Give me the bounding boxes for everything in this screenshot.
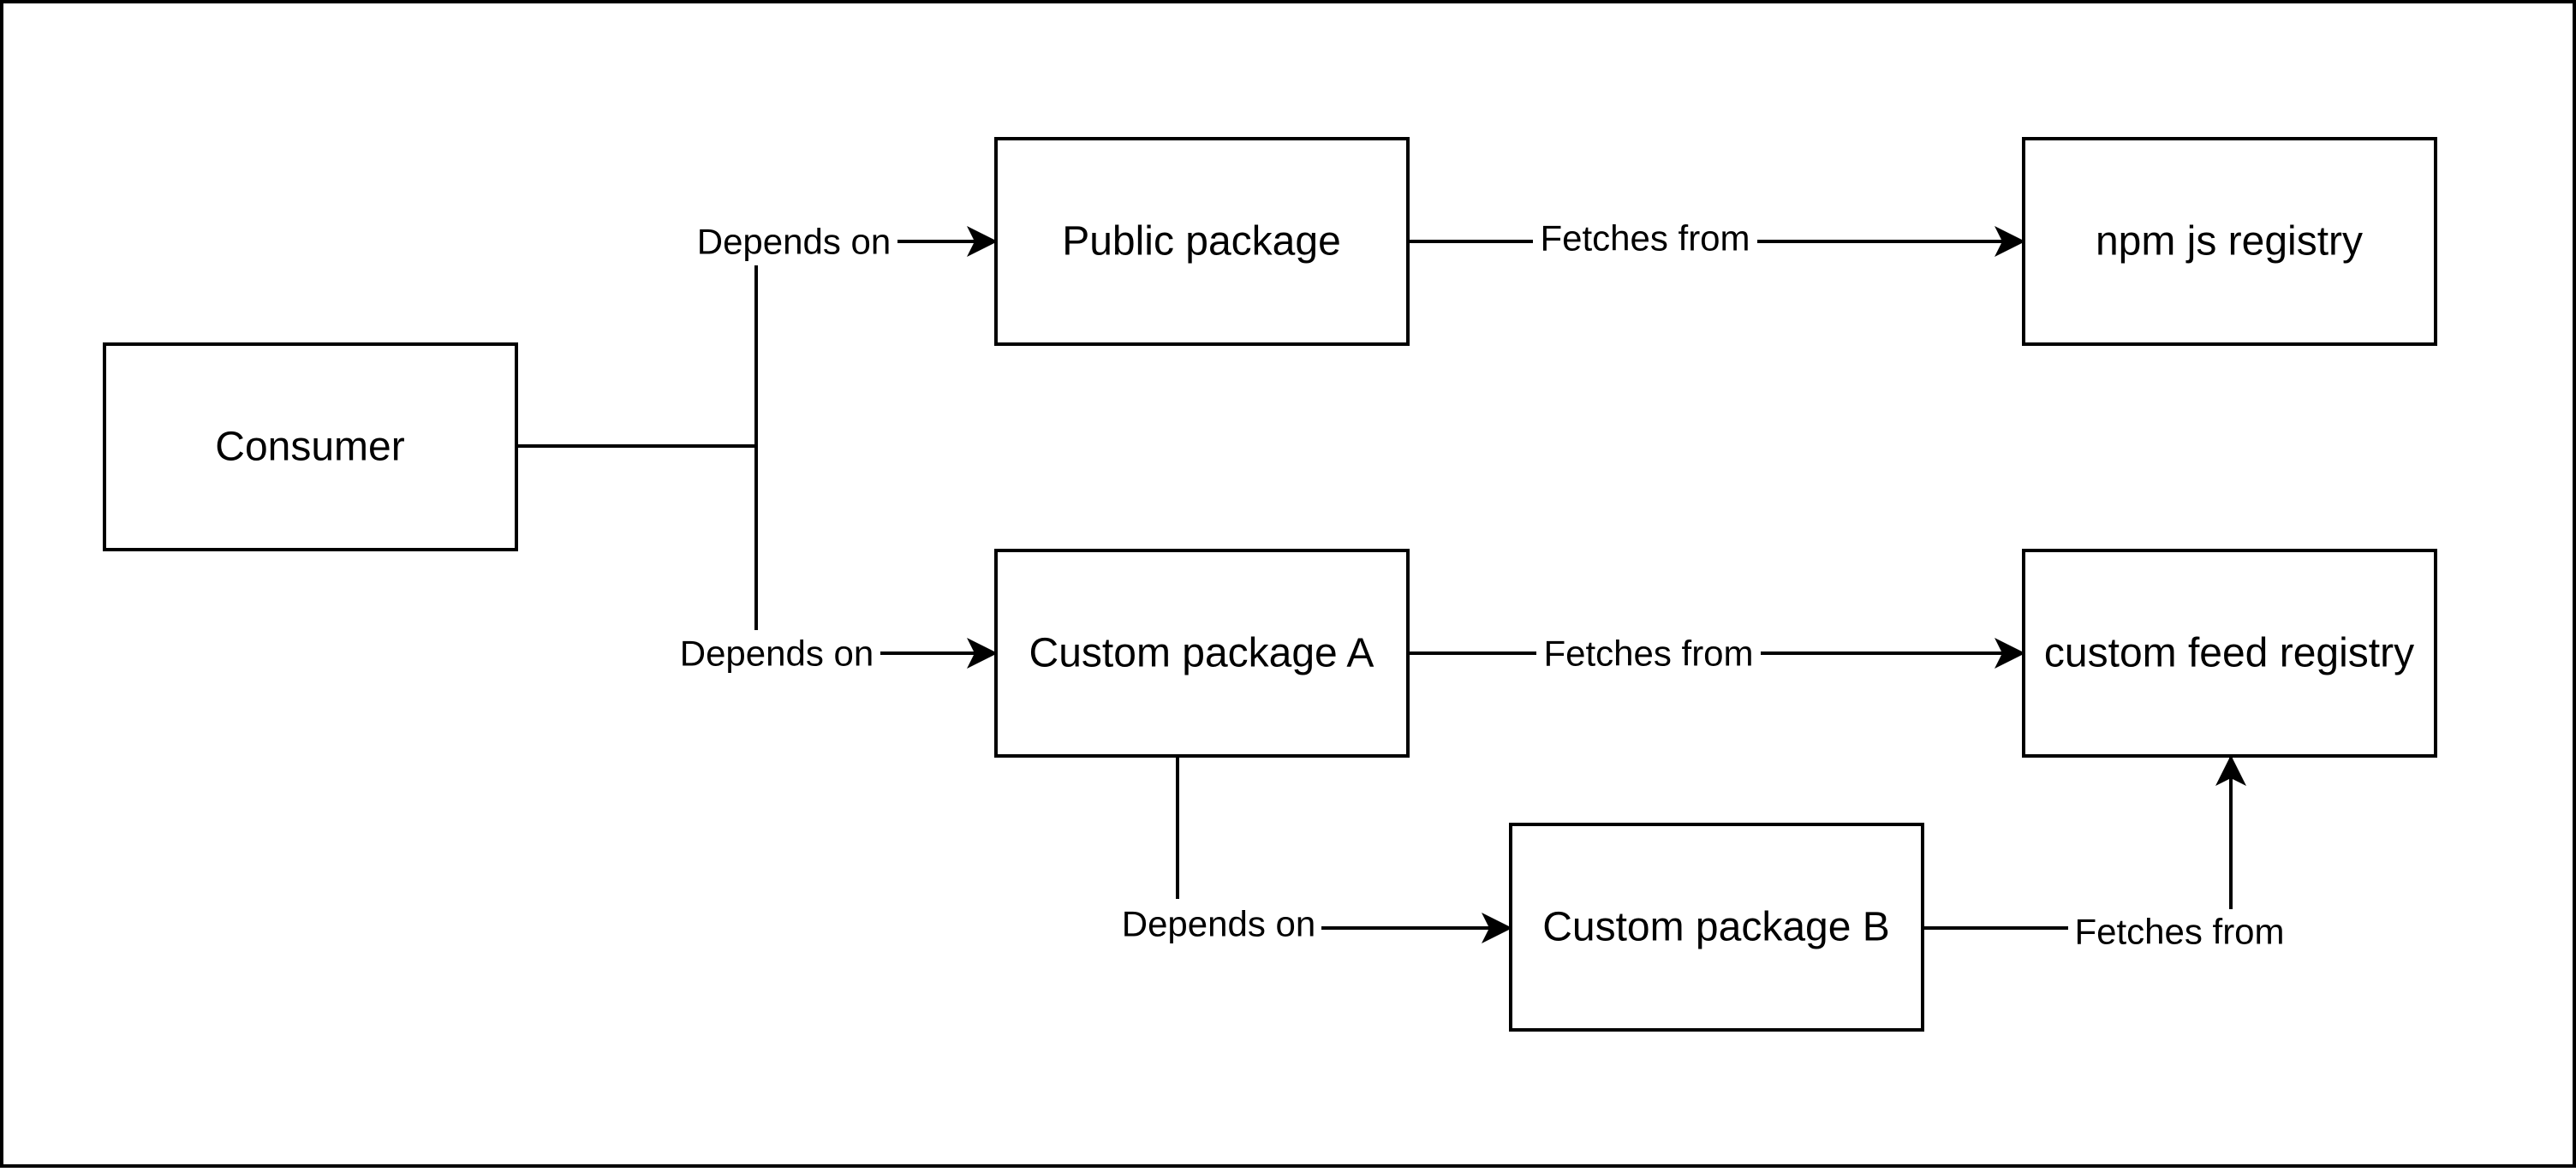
edge-label-consumer-public: Depends on	[697, 222, 891, 262]
edge-label-consumer-custom-a: Depends on	[680, 634, 874, 674]
edge-label-custom-a-feed: Fetches from	[1543, 634, 1753, 674]
node-consumer-label: Consumer	[215, 425, 404, 470]
node-custom-package-a: Custom package A	[994, 549, 1410, 758]
node-npm-registry-label: npm js registry	[2096, 219, 2363, 265]
node-custom-package-a-label: Custom package A	[1029, 631, 1374, 676]
node-custom-feed-registry-label: custom feed registry	[2044, 631, 2414, 676]
node-custom-package-b-label: Custom package B	[1542, 905, 1890, 950]
edge-label-public-npm: Fetches from	[1540, 218, 1750, 259]
node-npm-registry: npm js registry	[2022, 137, 2437, 346]
node-public-package: Public package	[994, 137, 1410, 346]
node-public-package-label: Public package	[1062, 219, 1341, 265]
node-custom-feed-registry: custom feed registry	[2022, 549, 2437, 758]
node-custom-package-b: Custom package B	[1509, 823, 1924, 1032]
node-consumer: Consumer	[103, 342, 518, 551]
edge-label-custom-a-custom-b: Depends on	[1122, 904, 1316, 944]
edge-label-custom-b-feed: Fetches from	[2074, 912, 2284, 952]
